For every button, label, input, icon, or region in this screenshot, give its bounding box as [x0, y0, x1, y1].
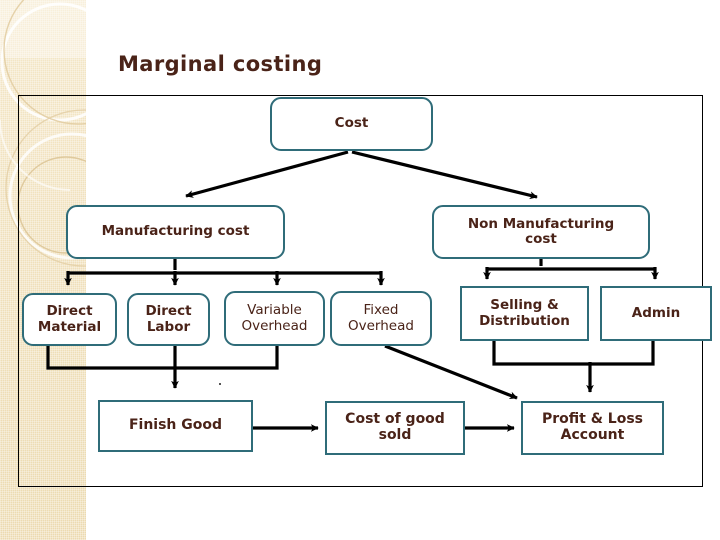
stray-dot-artifact: [219, 383, 221, 385]
node-finish-good-label: Finish Good: [128, 417, 223, 434]
node-variable-overhead-label-line2: Overhead: [241, 317, 308, 334]
edge-dm-vo-collector: [46, 346, 279, 370]
node-profit-loss-account-label-line2: Account: [560, 427, 625, 443]
node-cost-of-good-sold-label-line2: sold: [378, 427, 412, 443]
side-panel-highlight: [0, 0, 86, 58]
edge-fo-to-pl: [384, 344, 518, 400]
decorative-side-panel: [0, 0, 86, 540]
node-manufacturing-cost[interactable]: Manufacturing cost: [66, 205, 285, 259]
node-selling-distribution[interactable]: Selling & Distribution: [460, 286, 589, 341]
node-direct-labor-label-line2: Labor: [146, 318, 191, 335]
node-cost-of-good-sold[interactable]: Cost of good sold: [325, 401, 465, 455]
node-direct-material-label-line2: Material: [37, 318, 102, 335]
node-variable-overhead[interactable]: Variable Overhead: [224, 291, 325, 346]
node-cost[interactable]: Cost: [270, 97, 433, 151]
node-non-manufacturing-cost-label-line1: Non Manufacturing: [467, 215, 615, 232]
node-non-manufacturing-cost[interactable]: Non Manufacturing cost: [432, 205, 650, 259]
node-direct-material-label-line1: Direct: [46, 303, 93, 320]
node-manufacturing-cost-label: Manufacturing cost: [101, 223, 250, 240]
node-admin[interactable]: Admin: [600, 286, 712, 341]
edge-cost-to-mfg: [185, 150, 349, 198]
node-fixed-overhead-label-line1: Fixed: [363, 302, 399, 319]
node-direct-labor-label-line1: Direct: [145, 303, 192, 320]
node-variable-overhead-label-line1: Variable: [247, 302, 302, 319]
page-title: Marginal costing: [118, 52, 323, 76]
node-selling-distribution-label-line2: Distribution: [479, 312, 570, 329]
node-cost-of-good-sold-label-line1: Cost of good: [345, 411, 445, 428]
node-non-manufacturing-cost-label-line2: cost: [525, 231, 557, 247]
node-profit-loss-account-label-line1: Profit & Loss: [541, 411, 643, 428]
node-fixed-overhead[interactable]: Fixed Overhead: [330, 291, 432, 346]
edge-sd-admin-collector: [492, 341, 655, 366]
node-direct-labor[interactable]: Direct Labor: [127, 293, 210, 346]
node-finish-good[interactable]: Finish Good: [98, 400, 253, 452]
node-fixed-overhead-label-line2: Overhead: [348, 317, 414, 334]
node-cost-label: Cost: [334, 115, 369, 132]
node-admin-label: Admin: [631, 304, 681, 321]
edge-cost-to-nonmfg: [351, 150, 538, 200]
node-direct-material[interactable]: Direct Material: [22, 293, 117, 346]
node-profit-loss-account[interactable]: Profit & Loss Account: [521, 401, 664, 455]
node-selling-distribution-label-line1: Selling &: [490, 297, 559, 314]
